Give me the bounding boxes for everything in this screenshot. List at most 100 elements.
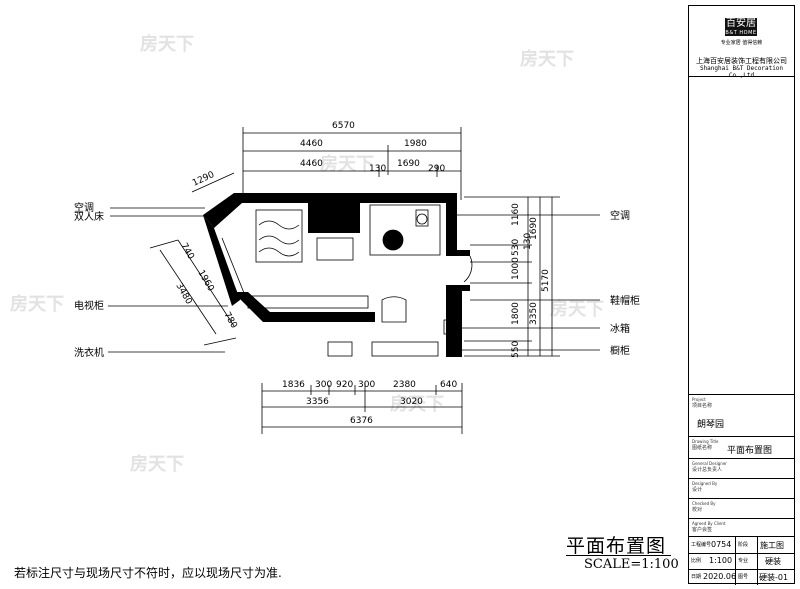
general-designer-row: General Designer 设计总负责人 — [689, 458, 794, 479]
dim-right-1690: 1690 — [529, 217, 539, 240]
major-label: 专业 — [738, 558, 749, 564]
walls — [203, 193, 470, 357]
logo-slogan: 专业家居 值得信赖 — [720, 40, 763, 46]
dim-diag-3480: 3480 — [173, 282, 193, 307]
dimension-lines — [108, 127, 600, 434]
dim-right-1800: 1800 — [511, 302, 521, 325]
project-row: Project 项目名称 朗琴园 — [689, 394, 794, 437]
logo-sub: B&T HOME — [725, 30, 757, 36]
floor-plan: 房天下 房天下 房天下 房天下 房天下 房天下 房天下 — [10, 33, 640, 475]
watermark: 房天下 — [320, 153, 374, 175]
dim-top-row2-a: 4460 — [300, 139, 323, 149]
company-logo: 百安居 B&T HOME — [725, 18, 757, 36]
dim-bottom-2380: 2380 — [393, 380, 416, 390]
drawing-caption-en: Drawing Title — [692, 439, 719, 444]
kitchen-cabinet — [371, 341, 439, 357]
dim-right-1000: 1000 — [511, 257, 521, 280]
scale-label: 比例 — [691, 558, 702, 564]
logo-text: 百安居 — [726, 18, 756, 29]
watermark: 房天下 — [140, 33, 194, 55]
double-bed — [255, 209, 303, 263]
tv-cabinet — [247, 295, 369, 309]
dim-top-row3-b: 130 — [369, 164, 386, 174]
dim-bottom-total: 6376 — [350, 416, 373, 426]
label-kitchen-cabinet: 橱柜 — [610, 344, 630, 357]
major: 硬装 — [765, 557, 781, 566]
dim-diag-top: 1290 — [191, 170, 216, 189]
job-no: 0754 — [711, 540, 732, 549]
fridge — [443, 319, 457, 335]
general-designer-cn: 设计总负责人 — [692, 467, 723, 473]
dim-diag-1960: 1960 — [195, 269, 215, 294]
watermark: 房天下 — [130, 453, 184, 475]
agreed-by-en: Agreed By Client — [692, 521, 726, 526]
label-shoe-cabinet: 鞋帽柜 — [610, 294, 640, 307]
date-label: 日期 — [691, 574, 702, 580]
dim-right-3350: 3350 — [529, 302, 539, 325]
label-washing-machine: 洗衣机 — [74, 346, 104, 359]
general-designer-en: General Designer — [692, 461, 727, 466]
watermark: 房天下 — [390, 393, 444, 415]
project-caption-cn: 项目名称 — [692, 403, 713, 409]
designed-by-row: Designed By 设计 — [689, 478, 794, 499]
dim-right-530: 530 — [511, 239, 521, 256]
scale-value: 1:100 — [709, 556, 733, 565]
agreed-by-cn: 客户会签 — [692, 527, 713, 533]
round-table — [381, 296, 407, 323]
dim-right-1160: 1160 — [511, 203, 521, 226]
designed-by-en: Designed By — [692, 481, 718, 486]
washing-machine — [327, 341, 353, 357]
dim-bottom-3356: 3356 — [306, 397, 329, 407]
label-ac-left: 空调 — [74, 201, 94, 214]
dim-right-130: 130 — [523, 233, 533, 250]
label-fridge: 冰箱 — [610, 322, 630, 335]
company-name-cn: 上海百安居装饰工程有限公司 — [696, 57, 787, 65]
dim-bottom-3020: 3020 — [400, 397, 423, 407]
project-caption-en: Project — [692, 397, 706, 402]
company-logo-area: 百安居 B&T HOME 专业家居 值得信赖 上海百安居装饰工程有限公司 Sha… — [689, 6, 794, 79]
date: 2020.06 — [703, 572, 737, 581]
dimension-note: 若标注尺寸与现场尺寸不符时，应以现场尺寸为准. — [14, 566, 282, 580]
dim-bottom-1836: 1836 — [282, 380, 305, 390]
dim-top-row3-c: 1690 — [397, 159, 420, 169]
dim-bottom-300b: 300 — [358, 380, 375, 390]
entry-door-swing — [463, 255, 473, 283]
dim-bottom-640: 640 — [440, 380, 457, 390]
dim-top-total: 6570 — [332, 121, 355, 131]
bathroom — [369, 204, 441, 256]
agreed-by-row: Agreed By Client 客户会签 — [689, 518, 794, 537]
stage-label: 阶段 — [738, 542, 749, 548]
drawing-title-row: Drawing Title 图纸名称 平面布置图 — [689, 436, 794, 459]
drawing-info-grid: 工程编号 0754 阶段 施工图 比例 1:100 专业 硬装 日期 2020.… — [689, 536, 794, 585]
job-no-label: 工程编号 — [691, 542, 712, 548]
dim-top-row3-a: 4460 — [300, 159, 323, 169]
dim-bottom-920: 920 — [336, 380, 353, 390]
checked-by-row: Checked By 校对 — [689, 498, 794, 519]
company-name-en: Shanghai B&T Decoration Co.,Ltd — [699, 65, 784, 79]
checked-by-cn: 校对 — [692, 507, 703, 513]
drawing-caption-cn: 图纸名称 — [692, 445, 713, 451]
drawing-no: 硬装-01 — [759, 573, 789, 582]
title-block: 百安居 B&T HOME 专业家居 值得信赖 上海百安居装饰工程有限公司 Sha… — [688, 5, 795, 585]
label-ac-right: 空调 — [610, 209, 630, 222]
label-tv-cabinet: 电视柜 — [74, 299, 104, 312]
checked-by-en: Checked By — [692, 501, 716, 506]
dim-bottom-300a: 300 — [315, 380, 332, 390]
watermark: 房天下 — [520, 48, 574, 70]
dim-right-550: 550 — [511, 341, 521, 358]
stage: 施工图 — [760, 541, 784, 550]
drawing-title: 平面布置图 — [727, 446, 773, 456]
watermark: 房天下 — [10, 293, 64, 315]
project-name: 朗琴园 — [697, 420, 725, 430]
watermarks: 房天下 房天下 房天下 房天下 房天下 房天下 房天下 — [10, 33, 604, 475]
dim-diag-740: 740 — [178, 242, 195, 262]
furniture — [214, 204, 473, 357]
sheet-scale: SCALE=1:100 — [584, 557, 679, 572]
dim-right-total: 5170 — [541, 269, 551, 292]
dim-top-row2-b: 1980 — [404, 139, 427, 149]
designed-by-cn: 设计 — [692, 487, 703, 493]
sheet-title-underline — [566, 555, 671, 556]
dim-diag-780: 780 — [221, 311, 238, 331]
desk — [316, 237, 354, 261]
dim-top-row3-d: 290 — [428, 164, 445, 174]
